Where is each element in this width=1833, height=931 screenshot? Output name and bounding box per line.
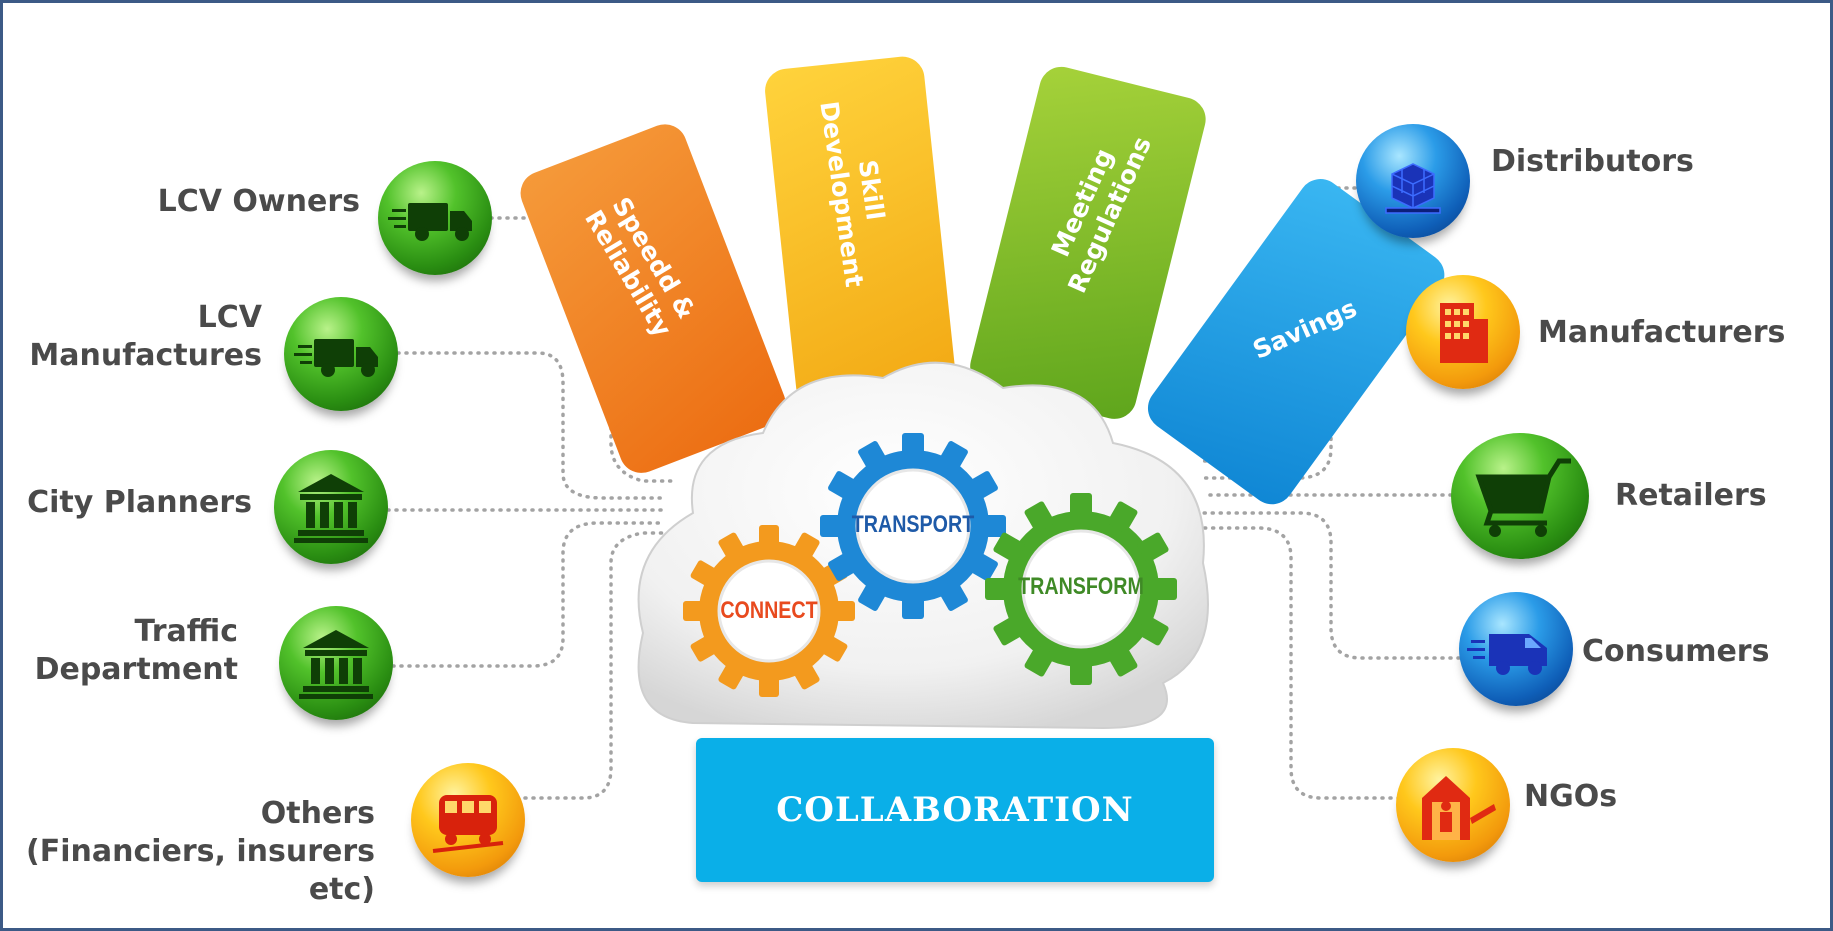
stakeholder-label-lcv-owners: LCV Owners (157, 184, 360, 219)
stakeholder-node-traffic-department (279, 606, 393, 720)
stakeholder-node-consumers (1459, 592, 1573, 706)
gear-transport: TRANSPORT (785, 398, 1041, 654)
stakeholder-label-lcv-manufactures: LCV Manufactures (29, 300, 262, 373)
stakeholder-node-manufacturers (1406, 275, 1520, 389)
stakeholder-label-consumers: Consumers (1582, 634, 1770, 669)
government-building-icon (299, 630, 373, 699)
gear-label-connect: CONNECT (720, 597, 818, 624)
gear-icon (651, 493, 887, 729)
gear-connect: CONNECT (651, 493, 887, 729)
stakeholder-label-traffic-department: Traffic Department (34, 614, 238, 687)
stakeholder-node-lcv-manufactures (284, 297, 398, 411)
collaboration-box: COLLABORATION (696, 738, 1214, 882)
stakeholder-label-ngos: NGOs (1524, 779, 1618, 814)
stakeholder-node-distributors (1356, 124, 1470, 238)
connector-ngos (1201, 526, 1401, 800)
gear-label-transform: TRANSFORM (1018, 573, 1144, 600)
boxes-pallet-icon (1385, 163, 1441, 214)
truck-icon (388, 203, 472, 241)
factory-building-icon (1440, 303, 1488, 363)
connector-traffic-department (391, 521, 665, 668)
stakeholder-label-others: Others (Financiers, insurers etc) (26, 796, 375, 907)
person-at-gate-icon (1422, 776, 1496, 840)
stakeholder-label-manufacturers: Manufacturers (1538, 315, 1786, 350)
connector-lcv-manufactures (396, 351, 665, 500)
gear-icon (949, 457, 1213, 721)
connector-others (523, 531, 665, 800)
gear-icon (785, 398, 1041, 654)
stakeholder-label-city-planners: City Planners (27, 485, 252, 520)
train-icon (432, 795, 504, 853)
connector-consumers (1201, 511, 1461, 660)
stakeholder-label-retailers: Retailers (1615, 478, 1767, 513)
stakeholder-node-city-planners (274, 450, 388, 564)
shopping-cart-icon (1475, 458, 1571, 537)
stakeholder-node-ngos (1396, 748, 1510, 862)
collaboration-label: COLLABORATION (776, 790, 1134, 830)
stakeholder-node-others (411, 763, 525, 877)
stakeholder-label-distributors: Distributors (1491, 144, 1694, 179)
gear-transform: TRANSFORM (949, 457, 1213, 721)
truck-icon (294, 339, 378, 377)
delivery-van-icon (1467, 634, 1547, 675)
stakeholder-node-retailers (1451, 433, 1589, 559)
government-building-icon (294, 474, 368, 543)
gear-label-transport: TRANSPORT (851, 511, 975, 538)
stakeholder-node-lcv-owners (378, 161, 492, 275)
